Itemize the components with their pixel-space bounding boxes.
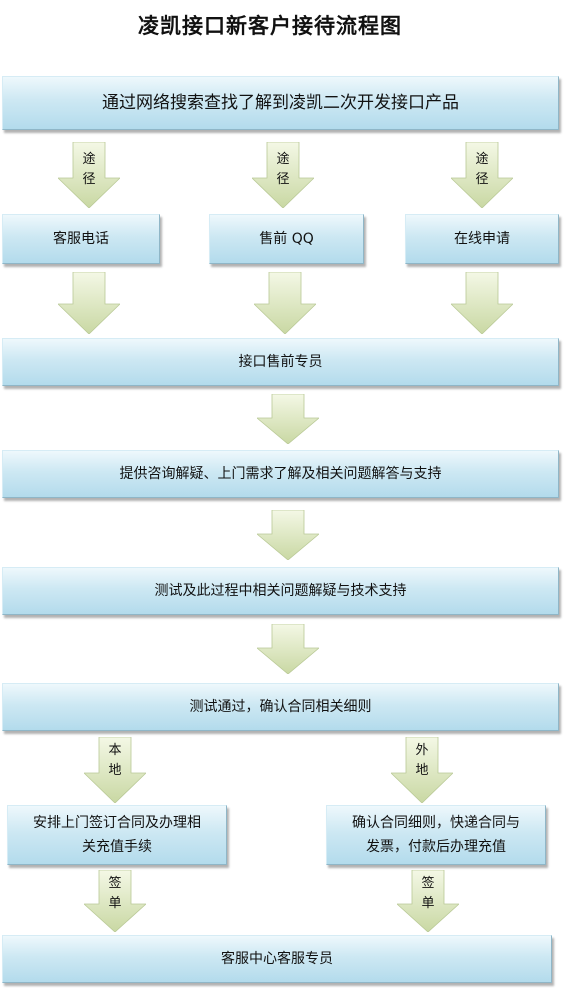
down-arrow-icon (58, 142, 120, 208)
sign-label-char: 单 (108, 896, 122, 911)
down-arrow-icon (58, 272, 120, 334)
arrow-qq-to-presales (254, 272, 316, 334)
down-arrow-icon (257, 510, 319, 560)
presales-node-label: 接口售前专员 (238, 354, 323, 370)
presales-node: 接口售前专员 (2, 338, 559, 386)
remote-label-char: 地 (415, 763, 429, 778)
online-node: 在线申请 (405, 214, 559, 264)
remote-node: 确认合同细则，快递合同与 发票，付款后办理充值 (326, 805, 546, 865)
arrow-phone-to-presales (58, 272, 120, 334)
test-node: 测试及此过程中相关问题解疑与技术支持 (2, 567, 559, 615)
down-arrow-icon (257, 394, 319, 444)
route-arrow-left: 途 径 (58, 142, 120, 208)
online-node-label: 在线申请 (454, 231, 510, 247)
remote-node-line: 确认合同细则，快递合同与 (352, 815, 520, 831)
test-node-label: 测试及此过程中相关问题解疑与技术支持 (154, 583, 407, 599)
page-title: 凌凯接口新客户接待流程图 (138, 14, 402, 38)
route-label-char: 径 (276, 172, 290, 187)
local-node-line: 安排上门签订合同及办理相 (33, 815, 201, 831)
local-label-char: 地 (108, 763, 122, 778)
sign-label-char: 单 (421, 896, 435, 911)
phone-node-label: 客服电话 (53, 231, 109, 247)
search-node-label: 通过网络搜索查找了解到凌凯二次开发接口产品 (102, 93, 459, 113)
down-arrow-icon (391, 737, 453, 803)
down-arrow-icon (254, 272, 316, 334)
arrow-test-to-pass (257, 624, 319, 674)
route-arrow-right: 途 径 (451, 142, 513, 208)
phone-node: 客服电话 (2, 214, 160, 264)
route-label-char: 径 (475, 172, 489, 187)
route-label-char: 途 (82, 152, 96, 167)
sign-arrow-right: 签 单 (397, 870, 459, 932)
pass-node: 测试通过，确认合同相关细则 (2, 683, 559, 731)
route-label-char: 途 (475, 152, 489, 167)
service-node-label: 客服中心客服专员 (221, 951, 333, 967)
sign-arrow-left: 签 单 (84, 870, 146, 932)
down-arrow-icon (252, 142, 314, 208)
consult-node-label: 提供咨询解疑、上门需求了解及相关问题解答与支持 (119, 466, 442, 482)
down-arrow-icon (84, 737, 146, 803)
search-node: 通过网络搜索查找了解到凌凯二次开发接口产品 (2, 76, 559, 130)
down-arrow-icon (451, 272, 513, 334)
remote-node-line: 发票，付款后办理充值 (366, 839, 506, 855)
qq-node-label: 售前 QQ (259, 231, 314, 247)
arrow-presales-to-consult (257, 394, 319, 444)
pass-node-label: 测试通过，确认合同相关细则 (189, 699, 372, 715)
local-node: 安排上门签订合同及办理相 关充值手续 (7, 805, 227, 865)
route-label-char: 径 (82, 172, 96, 187)
route-label-char: 途 (276, 152, 290, 167)
sign-label-char: 签 (108, 876, 122, 891)
remote-arrow: 外 地 (391, 737, 453, 803)
down-arrow-icon (451, 142, 513, 208)
remote-label-char: 外 (415, 743, 429, 758)
local-node-line: 关充值手续 (82, 839, 152, 855)
local-arrow: 本 地 (84, 737, 146, 803)
down-arrow-icon (257, 624, 319, 674)
arrow-online-to-presales (451, 272, 513, 334)
service-node: 客服中心客服专员 (2, 935, 552, 983)
down-arrow-icon (397, 870, 459, 932)
down-arrow-icon (84, 870, 146, 932)
route-arrow-middle: 途 径 (252, 142, 314, 208)
arrow-consult-to-test (257, 510, 319, 560)
qq-node: 售前 QQ (209, 214, 364, 264)
local-label-char: 本 (108, 743, 122, 758)
sign-label-char: 签 (421, 876, 435, 891)
consult-node: 提供咨询解疑、上门需求了解及相关问题解答与支持 (2, 450, 559, 498)
